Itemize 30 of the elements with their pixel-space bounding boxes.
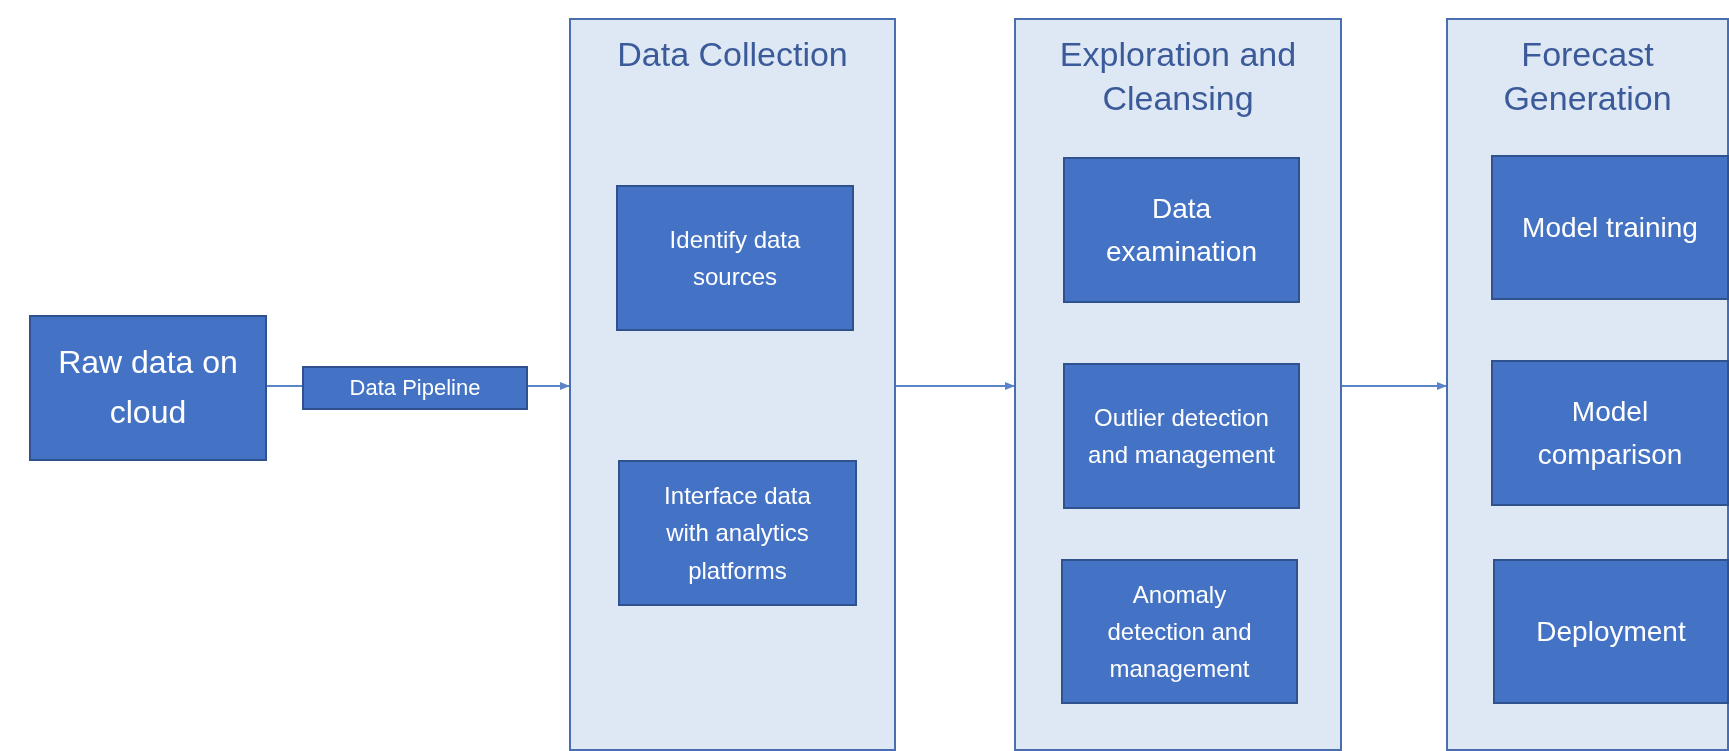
box-label: Model comparison [1536, 394, 1684, 472]
process-box [302, 366, 528, 410]
process-box [29, 315, 267, 461]
process-box [618, 460, 857, 606]
stage-title: Exploration and Cleansing [1058, 34, 1298, 120]
box-label: Data examination [1105, 191, 1258, 269]
stage-title: Data Collection [616, 34, 849, 75]
box-label: Anomaly detection and management [1106, 579, 1253, 685]
box-label: Model training [1521, 210, 1699, 245]
arrow [527, 382, 570, 390]
box-label: Interface data with analytics platforms [663, 481, 812, 586]
stage-title: Forecast Generation [1502, 34, 1673, 120]
process-box [1061, 559, 1298, 704]
box-label: Deployment [1535, 614, 1687, 649]
process-box [1493, 559, 1729, 704]
connector-line [266, 385, 303, 387]
stage-panel [1446, 18, 1729, 751]
process-box [616, 185, 854, 331]
arrow [1341, 382, 1447, 390]
box-label: Identify data sources [668, 224, 802, 292]
process-box [1063, 157, 1300, 303]
box-label: Raw data on cloud [57, 343, 239, 432]
arrow [895, 382, 1015, 390]
box-label: Outlier detection and management [1087, 402, 1276, 470]
stage-panel [569, 18, 896, 751]
process-box [1491, 155, 1729, 300]
stage-panel [1014, 18, 1342, 751]
process-box [1491, 360, 1729, 506]
box-label: Data Pipeline [348, 373, 482, 402]
process-box [1063, 363, 1300, 509]
